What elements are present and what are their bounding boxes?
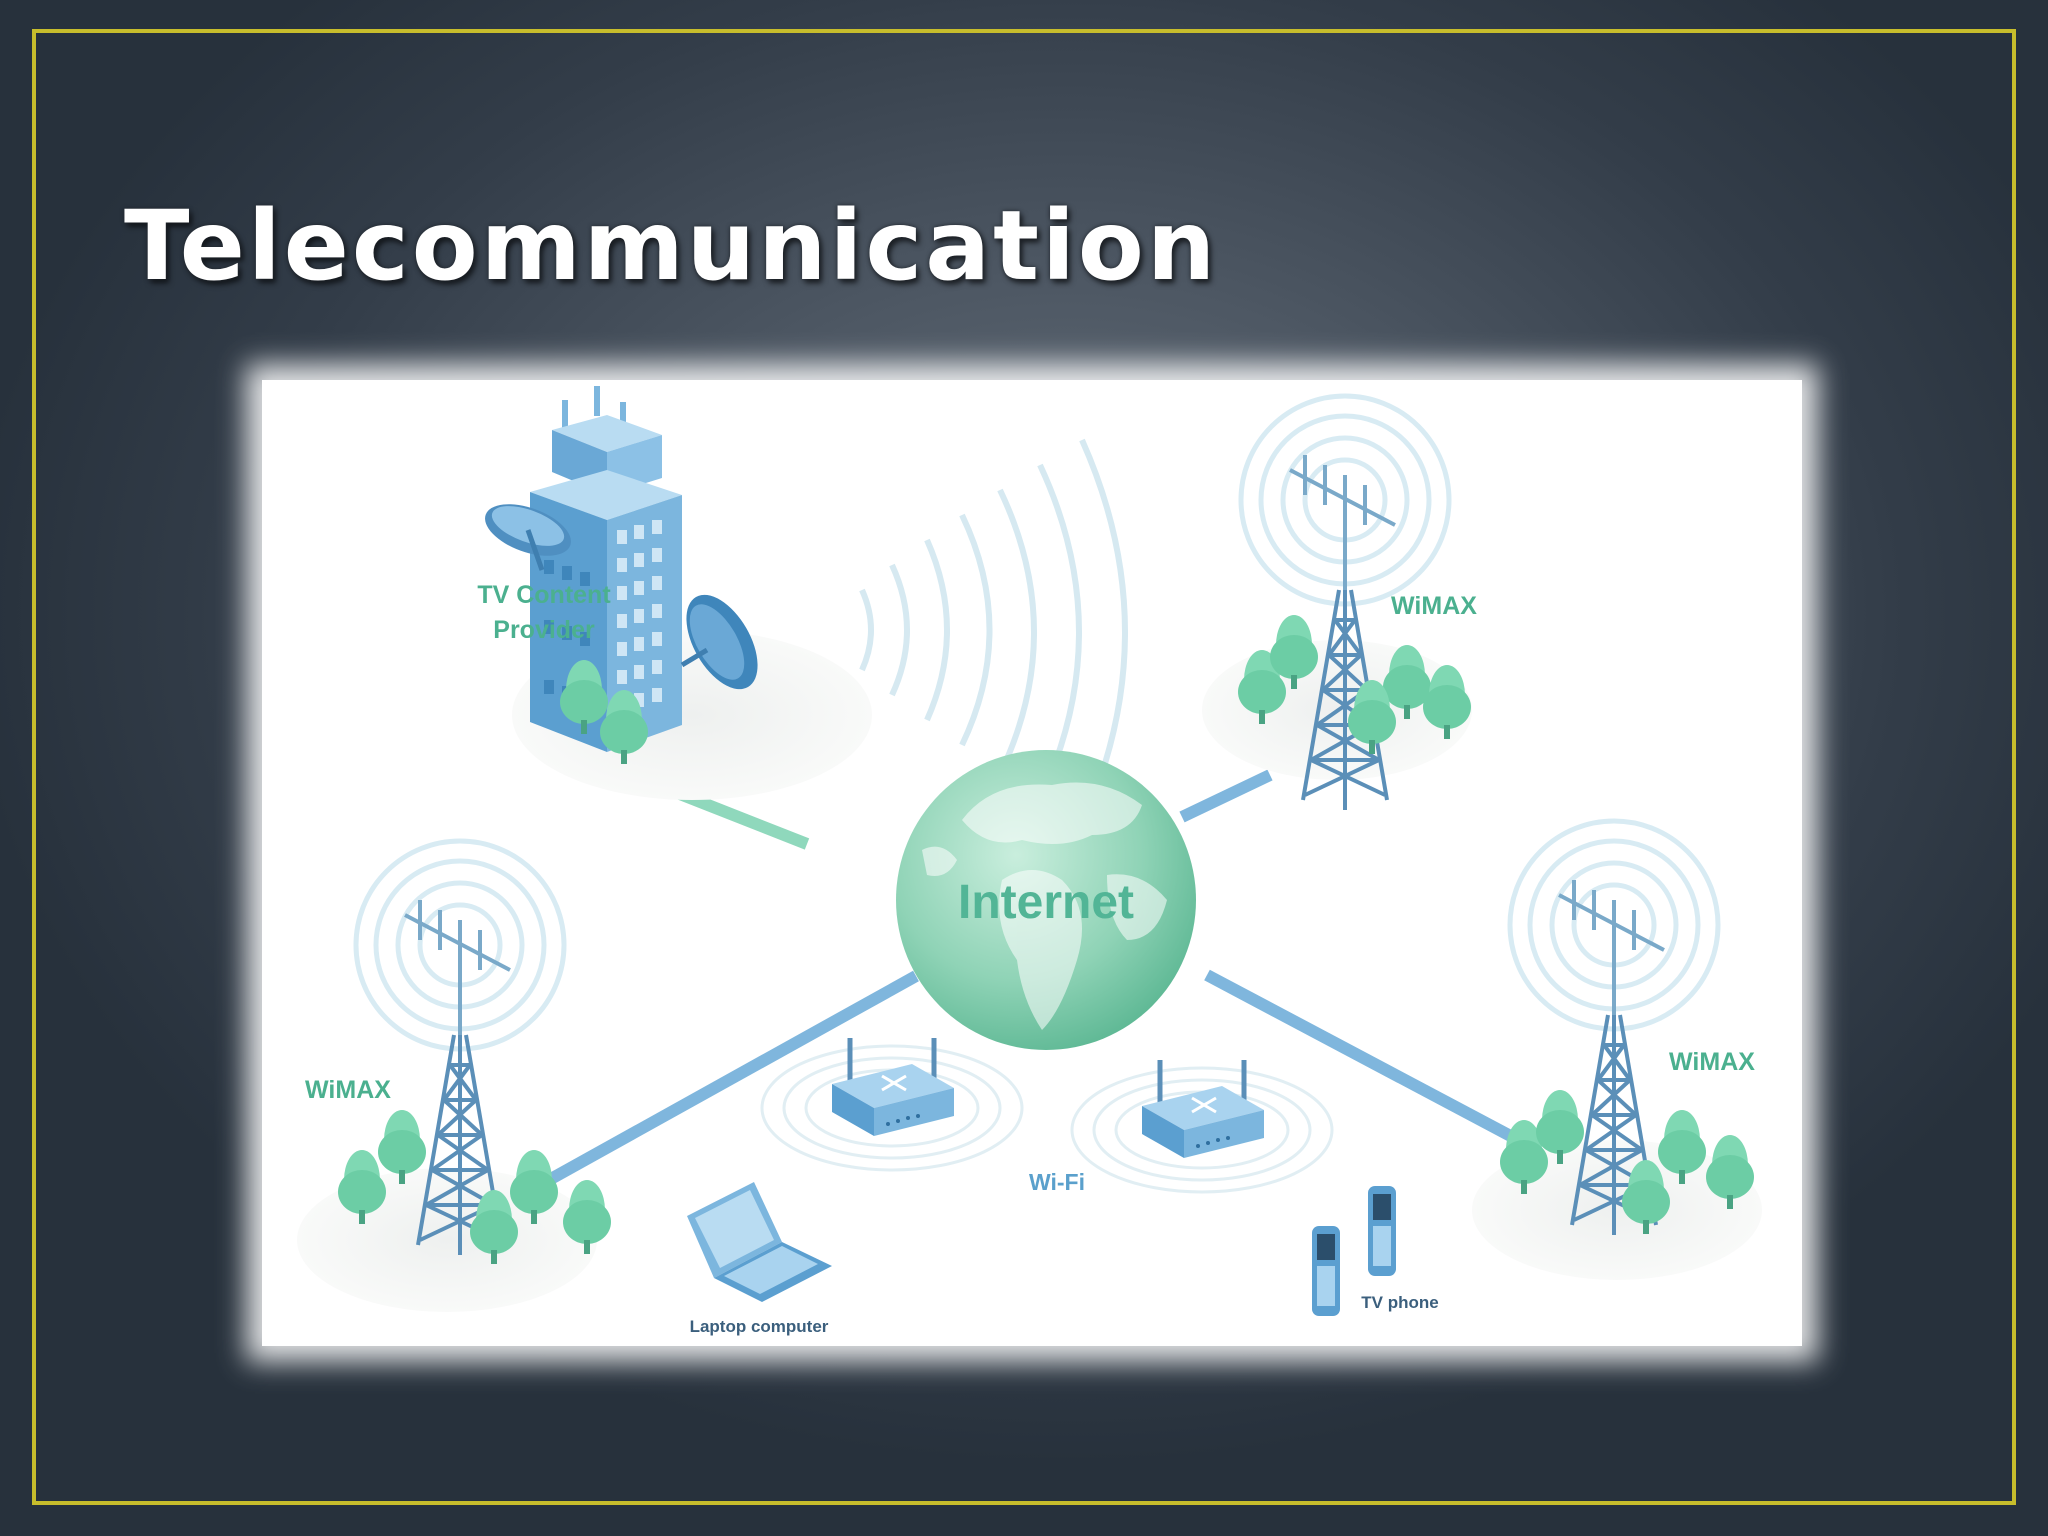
connection-lines (519, 769, 1540, 1201)
laptop-label: Laptop computer (690, 1317, 829, 1336)
globe-icon (896, 750, 1196, 1050)
wimax-label-left: WiMAX (305, 1076, 391, 1104)
phone-icon (1312, 1186, 1396, 1316)
wimax-label-right: WiMAX (1669, 1048, 1755, 1076)
phone-label: TV phone (1361, 1293, 1438, 1312)
provider-label-line1: TV Content (477, 581, 611, 609)
router-icon (762, 1038, 1022, 1170)
laptop-icon (687, 1182, 832, 1302)
wimax-label-top-right: WiMAX (1391, 592, 1477, 620)
wifi-label: Wi-Fi (1029, 1169, 1085, 1195)
slide-title: Telecommunication (124, 190, 1219, 302)
slide-frame (32, 29, 2016, 1505)
router-icon (1072, 1060, 1332, 1192)
signal-waves (859, 438, 1128, 822)
ground-pads (297, 630, 1762, 1312)
internet-label: Internet (958, 876, 1134, 929)
diagram-panel: TV Content Provider WiMAX Internet WiMAX (262, 380, 1802, 1346)
provider-label-line2: Provider (493, 616, 595, 644)
satellite-dish-icon (485, 504, 758, 690)
network-diagram: TV Content Provider WiMAX Internet WiMAX (297, 386, 1762, 1336)
